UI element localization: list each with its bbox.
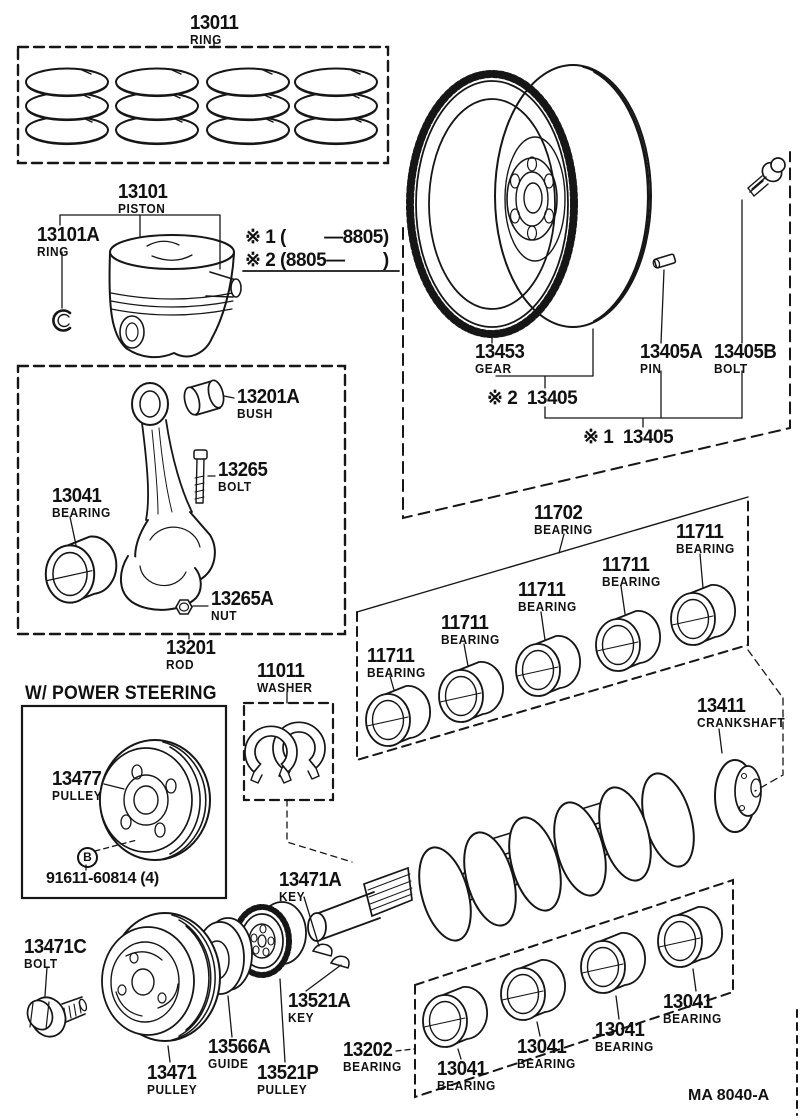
production-note-2: ※ 2 (8805— ) <box>245 250 389 271</box>
thrust-washer-box <box>242 701 335 802</box>
label-main-bearing-1: 11711 BEARING <box>367 645 426 680</box>
label-flywheel-pin: 13405A PIN <box>640 341 703 376</box>
label-lower-bearing-3: 13041 BEARING <box>595 1019 654 1054</box>
main-bearing-box <box>356 496 749 762</box>
piston-leader-lines <box>59 214 400 309</box>
circled-b-marker: B <box>77 847 98 868</box>
ps-pulley-drawing <box>99 739 211 861</box>
flywheel-pin-drawing <box>652 253 677 269</box>
label-rod-nut: 13265A NUT <box>211 588 274 623</box>
label-crank-bolt: 13471C BOLT <box>24 936 87 971</box>
ps-bolt-code: 91611-60814 (4) <box>46 870 159 887</box>
label-main-bearing-5: 11711 BEARING <box>676 521 735 556</box>
production-note-1: ※ 1 ( —8805) <box>245 227 389 248</box>
thrust-washer-leader-lines <box>286 691 353 863</box>
flywheel-leader-lines <box>491 199 743 428</box>
woodruff-key-drawings <box>311 943 350 969</box>
flywheel-bolt-drawing <box>747 157 786 197</box>
crankshaft-drawing <box>307 759 762 942</box>
rod-bolt-drawing <box>193 449 208 504</box>
lower-bearing-leader-lines <box>395 968 697 1060</box>
label-rod-bush: 13201A BUSH <box>237 386 300 421</box>
label-main-bearing-set: 11702 BEARING <box>534 502 593 537</box>
label-piston: 13101 PISTON <box>118 181 168 216</box>
label-rod-bolt: 13265 BOLT <box>218 459 268 494</box>
piston-drawing <box>108 234 242 359</box>
piston-pin-snap-ring-drawing <box>52 309 72 332</box>
label-thrust-bearing-set: 13202 BEARING <box>343 1039 402 1074</box>
label-flywheel-bolt: 13405B BOLT <box>714 341 777 376</box>
label-crankshaft: 13411 CRANKSHAFT <box>697 695 786 730</box>
label-lower-bearing-4: 13041 BEARING <box>663 991 722 1026</box>
label-main-bearing-4: 11711 BEARING <box>602 554 661 589</box>
label-main-bearing-2: 11711 BEARING <box>441 612 500 647</box>
label-pulley-key: 13471A KEY <box>279 869 342 904</box>
rod-bearing-drawing <box>44 535 118 604</box>
thrust-washer-drawing <box>244 721 326 784</box>
lower-bearing-box <box>414 878 734 1099</box>
label-ring-set: 13011 RING <box>190 12 239 47</box>
flywheel-group-box <box>402 151 791 520</box>
label-main-bearing-3: 11711 BEARING <box>518 579 577 614</box>
power-steering-heading: W/ POWER STEERING <box>25 683 217 704</box>
rod-bush-drawing <box>183 379 225 416</box>
flywheel-alt-note-1: ※ 1 13405 <box>583 427 674 448</box>
label-lower-bearing-2: 13041 BEARING <box>517 1036 576 1071</box>
crank-bolt-drawing <box>26 996 88 1038</box>
piston-ring-set-box <box>16 39 390 165</box>
label-timing-key: 13521A KEY <box>288 990 351 1025</box>
power-steering-box <box>20 704 228 900</box>
page-code: MA 8040-A <box>688 1087 770 1104</box>
connecting-rod-box <box>16 364 347 636</box>
flywheel-drawing <box>406 64 652 338</box>
main-bearing-leader-lines <box>389 533 704 691</box>
label-thrust-washer: 11011 WASHER <box>257 660 313 695</box>
label-flywheel-gear: 13453 GEAR <box>475 341 525 376</box>
label-timing-pulley: 13521P PULLEY <box>257 1062 319 1097</box>
crankshaft-leader-lines <box>718 649 784 792</box>
label-rod-bearing: 13041 BEARING <box>52 485 111 520</box>
connecting-rod-drawing <box>120 382 216 611</box>
label-piston-pin-ring: 13101A RING <box>37 224 100 259</box>
rod-leader-lines <box>69 395 235 640</box>
flywheel-alt-note-2: ※ 2 13405 <box>487 388 578 409</box>
label-crank-pulley: 13471 PULLEY <box>147 1062 198 1097</box>
label-ps-pulley: 13477 PULLEY <box>52 768 103 803</box>
front-end-leader-lines <box>44 966 286 1063</box>
label-connecting-rod: 13201 ROD <box>166 637 216 672</box>
label-pulley-guide: 13566A GUIDE <box>208 1036 271 1071</box>
key-leader-lines <box>303 896 342 992</box>
rod-nut-drawing <box>175 599 193 615</box>
label-lower-bearing-1: 13041 BEARING <box>437 1058 496 1093</box>
crank-pulley-drawing <box>101 912 221 1042</box>
